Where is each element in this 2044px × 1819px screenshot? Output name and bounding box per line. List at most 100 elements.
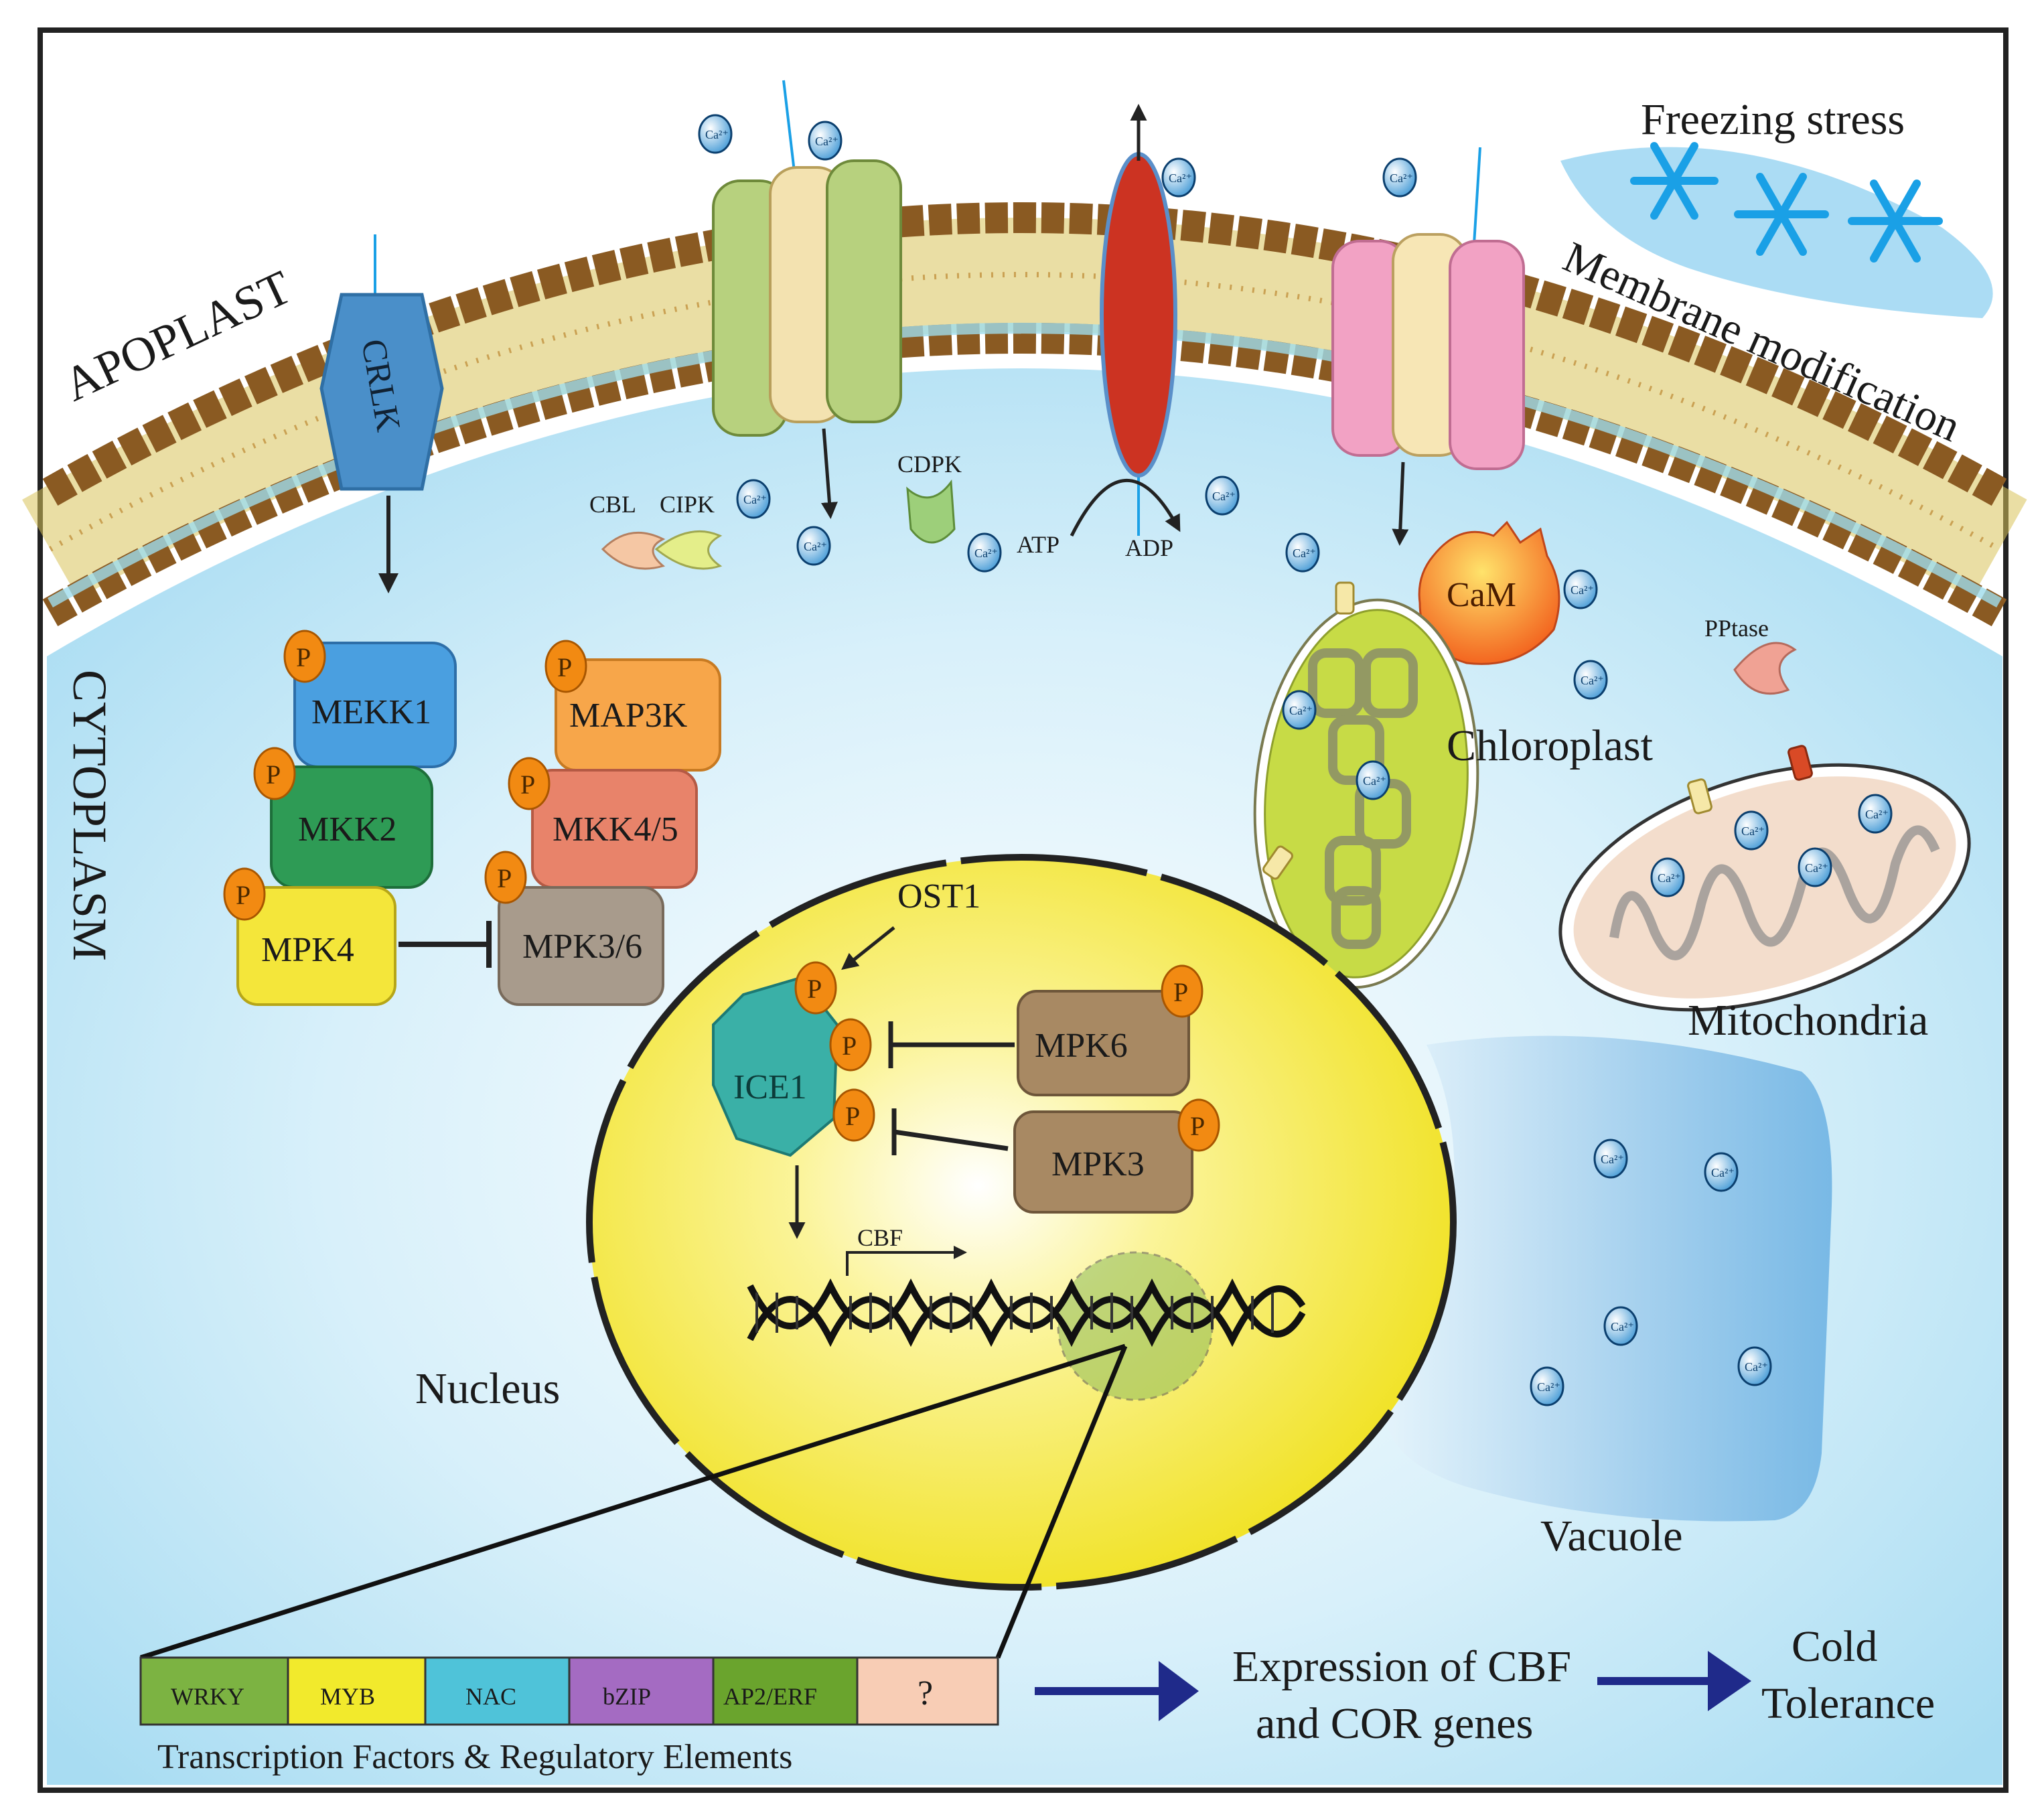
cipk-label: CIPK — [660, 491, 715, 518]
phosphate-badge: P — [832, 1088, 875, 1142]
tf-caption: Transcription Factors & Regulatory Eleme… — [157, 1738, 792, 1776]
crlk-receptor: CRLK — [319, 234, 444, 593]
svg-text:Ca²⁺: Ca²⁺ — [1741, 824, 1765, 838]
mitochondria-label: Mitochondria — [1688, 996, 1928, 1045]
mpk4-label: MPK4 — [261, 931, 354, 969]
calcium-ion-icon: Ca²⁺ — [1161, 157, 1196, 198]
phosphate-badge: P — [508, 757, 551, 810]
svg-text:Ca²⁺: Ca²⁺ — [1611, 1320, 1634, 1333]
svg-text:Ca²⁺: Ca²⁺ — [1571, 583, 1594, 597]
phosphate-badge: P — [223, 867, 266, 921]
cdpk-label: CDPK — [897, 451, 962, 478]
tf-ap2erf — [712, 1656, 859, 1726]
svg-text:Ca²⁺: Ca²⁺ — [1711, 1166, 1735, 1179]
cam-label: CaM — [1447, 576, 1516, 614]
phosphate-badge: P — [544, 640, 587, 693]
expression-line1: Expression of CBF — [1232, 1642, 1571, 1691]
cbl-label: CBL — [589, 491, 636, 518]
ost1-label: OST1 — [897, 877, 980, 916]
calcium-ion-icon: Ca²⁺ — [1798, 847, 1832, 887]
mpk6-label: MPK6 — [1035, 1027, 1128, 1065]
svg-text:Ca²⁺: Ca²⁺ — [974, 547, 998, 560]
svg-text:P: P — [236, 880, 250, 910]
svg-text:Ca²⁺: Ca²⁺ — [1581, 674, 1604, 687]
calcium-ion-icon: Ca²⁺ — [736, 479, 771, 519]
calcium-ion-icon: Ca²⁺ — [698, 114, 733, 154]
chloroplast-label: Chloroplast — [1447, 721, 1653, 770]
svg-text:Ca²⁺: Ca²⁺ — [743, 493, 767, 506]
atp-label: ATP — [1017, 531, 1060, 558]
svg-text:Ca²⁺: Ca²⁺ — [1293, 547, 1316, 560]
outcome-flow: Expression of CBF and COR genes Cold Tol… — [1035, 1622, 1935, 1748]
pptase: PPtase — [1704, 615, 1797, 695]
cbf-promoter-arrow — [846, 1246, 967, 1276]
mkk45-label: MKK4/5 — [553, 810, 678, 849]
svg-text:P: P — [845, 1101, 860, 1131]
svg-text:Ca²⁺: Ca²⁺ — [1169, 171, 1192, 185]
mkk2-label: MKK2 — [298, 810, 396, 849]
transcription-factor-bar: WRKY MYB NAC bZIP AP2/ERF ? Transcriptio… — [139, 1656, 999, 1776]
svg-text:P: P — [520, 770, 535, 800]
phosphate-badge: P — [1161, 964, 1203, 1018]
zoom-lines — [139, 1343, 1128, 1660]
svg-text:Ca²⁺: Ca²⁺ — [705, 128, 729, 141]
cbf-label: CBF — [857, 1224, 903, 1251]
calcium-ion-icon: Ca²⁺ — [1356, 760, 1390, 800]
expression-line2: and COR genes — [1256, 1699, 1533, 1748]
phospho-badges-ice1: P P P — [794, 961, 875, 1142]
mpk3-protein: MPK3 P — [1013, 1098, 1220, 1214]
svg-text:P: P — [497, 863, 512, 893]
phosphate-badge: P — [794, 961, 837, 1015]
tf-unknown — [856, 1656, 999, 1726]
mpk6-protein: MPK6 P — [1017, 964, 1203, 1096]
phosphate-badge: P — [484, 851, 527, 904]
svg-text:Ca²⁺: Ca²⁺ — [1658, 871, 1681, 885]
mpk36-label: MPK3/6 — [522, 928, 642, 966]
calcium-ion-icon: Ca²⁺ — [796, 526, 831, 566]
dna-helix — [747, 1251, 1306, 1401]
svg-text:Ca²⁺: Ca²⁺ — [1390, 171, 1413, 185]
mapk-cascade-left: MEKK1 MKK2 MPK4 — [236, 642, 457, 1006]
svg-text:P: P — [1190, 1111, 1205, 1141]
snowflake-icon — [1734, 173, 1829, 256]
tolerance-line1: Cold — [1792, 1622, 1877, 1671]
svg-text:Ca²⁺: Ca²⁺ — [1289, 704, 1313, 717]
calcium-ion-icon: Ca²⁺ — [1650, 857, 1685, 897]
svg-text:Ca²⁺: Ca²⁺ — [1601, 1153, 1624, 1166]
svg-text:P: P — [296, 642, 311, 672]
calcium-ion-icon: Ca²⁺ — [1382, 157, 1417, 198]
calcium-channel-green — [712, 80, 902, 519]
ice1-label: ICE1 — [733, 1068, 807, 1106]
mekk1-label: MEKK1 — [311, 693, 431, 731]
calmodulin: CaM — [1418, 520, 1560, 665]
calcium-ion-icon: Ca²⁺ — [1285, 532, 1320, 573]
tf-wrky — [139, 1656, 289, 1726]
tf-unknown-label: ? — [918, 1674, 933, 1713]
freezing-stress-label: Freezing stress — [1641, 95, 1905, 144]
calcium-ion-icon: Ca²⁺ — [1704, 1152, 1739, 1192]
tf-myb — [287, 1656, 427, 1726]
calcium-ion-icon: Ca²⁺ — [1530, 1366, 1564, 1406]
phospho-badges-cytoplasm: P P P P P P — [223, 630, 587, 921]
mpk4-inhibition — [398, 921, 492, 968]
mpk36-box — [498, 886, 664, 1006]
calcium-pump-red: ATP ADP — [1017, 104, 1181, 561]
mpk-inhibition-lines — [888, 1021, 1015, 1155]
tf-ap2erf-label: AP2/ERF — [723, 1683, 817, 1710]
svg-text:P: P — [807, 974, 822, 1004]
calcium-ion-icon: Ca²⁺ — [1573, 660, 1608, 700]
calcium-ions: Ca²⁺ Ca²⁺ Ca²⁺ Ca²⁺ Ca²⁺ Ca²⁺ Ca²⁺ Ca²⁺ Ca²⁺ Ca²⁺… — [698, 114, 1893, 1406]
calcium-ion-icon: Ca²⁺ — [1593, 1139, 1628, 1179]
calcium-ion-icon: Ca²⁺ — [1205, 476, 1240, 516]
calcium-channel-pink — [1331, 147, 1525, 546]
tf-myb-label: MYB — [320, 1683, 375, 1710]
tf-wrky-label: WRKY — [171, 1683, 244, 1710]
calcium-ion-icon: Ca²⁺ — [967, 532, 1002, 573]
calcium-ion-icon: Ca²⁺ — [1603, 1306, 1638, 1346]
svg-text:Ca²⁺: Ca²⁺ — [804, 540, 827, 553]
tf-nac-label: NAC — [465, 1683, 516, 1710]
vacuole-label: Vacuole — [1540, 1512, 1683, 1560]
snowflake-icon — [1848, 179, 1943, 263]
calcium-ion-icon: Ca²⁺ — [1282, 690, 1317, 730]
